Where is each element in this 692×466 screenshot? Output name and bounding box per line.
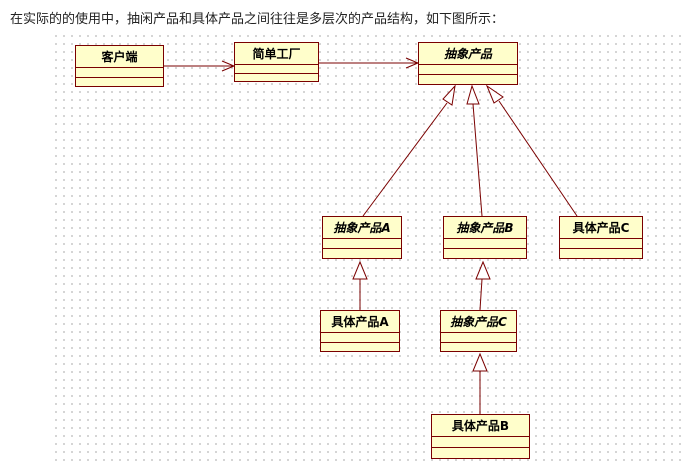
association-client-factory: [163, 60, 236, 72]
class-attributes: [419, 65, 517, 75]
class-operations: [323, 249, 401, 258]
class-operations: [76, 78, 163, 87]
generalization-concrete-c-to-product: [485, 84, 578, 217]
class-abstract-product-a[interactable]: 抽象产品A: [322, 216, 402, 259]
class-attributes: [323, 239, 401, 249]
class-name: 抽象产品: [419, 43, 517, 65]
class-name: 简单工厂: [235, 43, 318, 65]
class-client[interactable]: 客户端: [75, 45, 164, 87]
generalization-b-to-product: [466, 84, 483, 217]
generalization-a-to-product: [362, 84, 456, 217]
class-abstract-product-c[interactable]: 抽象产品C: [440, 310, 517, 352]
class-name: 具体产品C: [560, 217, 642, 239]
class-operations: [441, 343, 516, 352]
class-simple-factory[interactable]: 简单工厂: [234, 42, 319, 82]
class-operations: [432, 448, 529, 458]
class-attributes: [235, 65, 318, 74]
class-name: 具体产品B: [432, 415, 529, 437]
class-abstract-product-b[interactable]: 抽象产品B: [443, 216, 527, 259]
generalization-concrete-b-to-c: [472, 352, 488, 414]
generalization-c-to-b: [475, 260, 491, 311]
class-concrete-product-c[interactable]: 具体产品C: [559, 216, 643, 259]
intro-text: 在实际的的使用中，抽闲产品和具体产品之间往往是多层次的产品结构，如下图所示：: [10, 12, 505, 27]
class-attributes: [321, 333, 399, 343]
class-operations: [321, 343, 399, 352]
class-attributes: [560, 239, 642, 249]
class-operations: [235, 74, 318, 82]
class-attributes: [76, 68, 163, 78]
class-attributes: [444, 239, 526, 249]
class-name: 抽象产品B: [444, 217, 526, 239]
class-abstract-product[interactable]: 抽象产品: [418, 42, 518, 85]
class-concrete-product-b[interactable]: 具体产品B: [431, 414, 530, 459]
class-operations: [419, 75, 517, 84]
class-name: 抽象产品C: [441, 311, 516, 333]
class-operations: [560, 249, 642, 258]
association-factory-product: [318, 57, 420, 69]
class-attributes: [441, 333, 516, 343]
class-operations: [444, 249, 526, 258]
class-concrete-product-a[interactable]: 具体产品A: [320, 310, 400, 352]
class-attributes: [432, 437, 529, 448]
class-name: 具体产品A: [321, 311, 399, 333]
class-name: 客户端: [76, 46, 163, 68]
class-name: 抽象产品A: [323, 217, 401, 239]
generalization-concrete-a-to-a: [352, 260, 368, 310]
